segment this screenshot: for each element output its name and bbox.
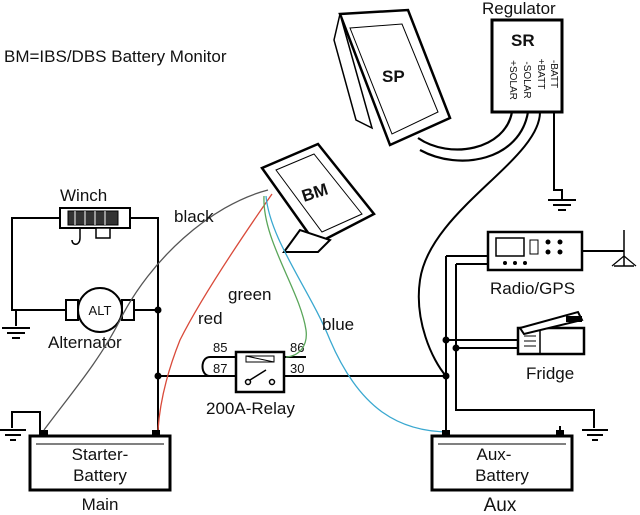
regulator-code: SR <box>511 31 535 50</box>
aux-battery-caption: Aux <box>484 495 517 515</box>
alternator: ALT Alternator <box>48 287 135 352</box>
black-wire <box>43 189 269 431</box>
black-wire-label: black <box>174 207 214 226</box>
fridge-label: Fridge <box>526 364 574 383</box>
solar-panel: SP <box>333 8 452 147</box>
radio-gps: Radio/GPS <box>486 230 637 298</box>
junction-dot <box>154 306 162 314</box>
alternator-label: Alternator <box>48 333 122 352</box>
starter-battery: Starter- Battery Main <box>28 430 172 514</box>
aux-battery-label-line1: Aux- <box>477 445 512 464</box>
relay-pin-87: 87 <box>213 361 227 376</box>
blue-wire-label: blue <box>322 315 354 334</box>
regulator-batt-wire <box>417 111 541 377</box>
terminal-minus-solar: -SOLAR <box>521 61 532 98</box>
relay-pin-30: 30 <box>290 361 304 376</box>
regulator-caption: Regulator <box>482 0 556 18</box>
starter-battery-label-line2: Battery <box>73 466 127 485</box>
winch-label: Winch <box>60 186 107 205</box>
ground-symbol-aux <box>582 429 608 441</box>
solar-cables <box>417 111 530 162</box>
ground-symbol <box>548 199 576 211</box>
battery-monitor: BM <box>260 142 376 253</box>
starter-battery-label-line1: Starter- <box>72 445 129 464</box>
red-wire-label: red <box>198 309 223 328</box>
red-wire <box>157 193 273 431</box>
ground-symbol-left <box>0 327 30 441</box>
relay-pin-85: 85 <box>213 340 227 355</box>
junction-dot <box>442 372 450 380</box>
solar-panel-label: SP <box>382 67 405 86</box>
relay: 85 86 87 30 200A-Relay <box>206 340 304 418</box>
fridge: Fridge <box>516 310 586 383</box>
terminal-plus-batt: +BATT <box>535 59 546 90</box>
regulator: Regulator SR -BATT +BATT -SOLAR +SOLAR <box>482 0 564 114</box>
green-wire <box>263 195 307 358</box>
winch: Winch <box>59 186 131 245</box>
starter-battery-caption: Main <box>82 495 119 514</box>
relay-label: 200A-Relay <box>206 399 295 418</box>
green-wire-label: green <box>228 285 271 304</box>
aux-battery: Aux- Battery Aux <box>430 430 574 515</box>
aux-battery-label-line2: Battery <box>475 466 529 485</box>
relay-85-loop <box>201 356 236 377</box>
alternator-badge: ALT <box>89 303 112 318</box>
blue-wire <box>265 195 451 433</box>
diagram-title: BM=IBS/DBS Battery Monitor <box>4 47 227 66</box>
junction-dot <box>452 344 460 352</box>
aux-bus-wires <box>445 255 595 436</box>
regulator-ground-wire <box>553 112 563 200</box>
radio-gps-label: Radio/GPS <box>490 279 575 298</box>
relay-pin-86: 86 <box>290 340 304 355</box>
terminal-plus-solar: +SOLAR <box>507 60 518 100</box>
terminal-minus-batt: -BATT <box>548 60 559 88</box>
junction-dot <box>442 336 450 344</box>
junction-dot <box>154 372 162 380</box>
